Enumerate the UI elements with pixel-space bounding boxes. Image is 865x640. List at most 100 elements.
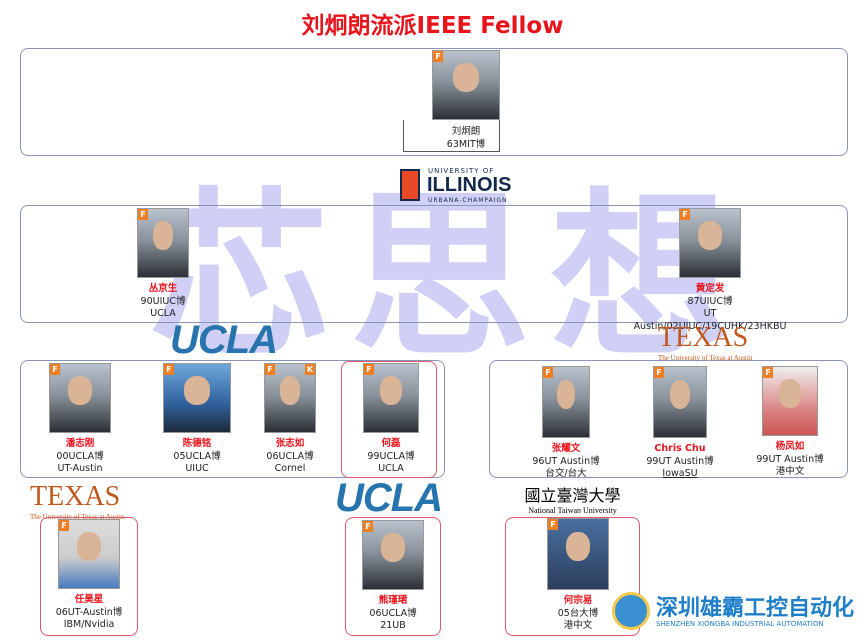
person-box	[505, 517, 640, 636]
person-card: F 何宗易 05台大博 港中文	[518, 518, 638, 633]
root-group-box	[20, 48, 848, 156]
portrait: F	[49, 363, 111, 433]
texas-group-box	[489, 360, 848, 478]
illinois-i-icon	[400, 169, 420, 201]
person-card-root: F 刘炯朗 63MIT博	[406, 50, 526, 151]
person-affiliation: UT-Austin	[57, 463, 103, 474]
person-degree: 99UCLA博	[367, 450, 415, 462]
person-affiliation: 港中文	[775, 466, 805, 477]
person-affiliation: UT Austin/02UIUC/19CUHK/23HKBU	[633, 308, 787, 332]
person-card: F 丛京生 90UIUC博 UCLA	[103, 208, 223, 321]
person-affiliation: IBM/Nvidia	[63, 619, 115, 630]
fellow-badge-icon: F	[364, 364, 374, 375]
person-name: 何磊	[381, 438, 401, 449]
person-affiliation: UIUC	[185, 463, 209, 474]
person-name: 熊瑾珺	[378, 595, 408, 606]
person-name: 任昊星	[74, 594, 104, 605]
person-affiliation: 21UB	[380, 620, 406, 631]
logo-text: UNIVERSITY OF	[428, 167, 495, 175]
watermark: 芯思想	[150, 173, 751, 382]
person-name: 黄定发	[695, 283, 725, 294]
fellow-badge-icon: F	[548, 519, 558, 530]
person-degree: 99UT Austin博	[756, 453, 824, 465]
person-card: F 潘志刚 00UCLA博 UT-Austin	[20, 363, 140, 476]
person-card: F 任昊星 06UT-Austin博 IBM/Nvidia	[29, 519, 149, 632]
person-affiliation: UCLA	[378, 463, 404, 474]
uiuc-group-box	[20, 205, 848, 323]
fellow-badge-icon: F	[433, 51, 443, 62]
person-affiliation: 港中文	[563, 620, 593, 631]
person-name: 丛京生	[148, 283, 178, 294]
portrait: F	[362, 520, 424, 590]
person-card: F 熊瑾珺 06UCLA博 21UB	[333, 520, 453, 633]
person-card: F 陈德铭 05UCLA博 UIUC	[137, 363, 257, 476]
portrait: F	[762, 366, 818, 436]
fellow-badge-icon: F	[654, 367, 664, 378]
person-name: 陈德铭	[182, 438, 212, 449]
portrait: F	[432, 50, 500, 120]
person-card: F 张耀文 96UT Austin博 台交/台大	[506, 366, 626, 481]
person-degree: 99UT Austin博	[646, 455, 714, 467]
person-degree: 06UCLA博	[369, 607, 417, 619]
person-degree: 05UCLA博	[173, 450, 221, 462]
fellow-badge-icon: F	[59, 520, 69, 531]
fellow-badge-icon: F	[363, 521, 373, 532]
fellow-badge-icon: F	[50, 364, 60, 375]
person-name: Chris Chu	[654, 443, 706, 454]
person-name: 潘志刚	[65, 438, 95, 449]
person-box	[345, 517, 441, 636]
root-connector	[403, 120, 500, 152]
k-badge-icon: K	[305, 364, 315, 375]
person-degree: 05台大博	[557, 607, 599, 619]
person-card: F 杨凤如 99UT Austin博 港中文	[730, 366, 850, 479]
portrait: F	[542, 366, 590, 438]
logo-text: 深圳雄霸工控自动化	[656, 596, 855, 621]
page-title: 刘炯朗流派IEEE Fellow	[301, 13, 564, 39]
person-degree: 90UIUC博	[140, 295, 186, 307]
bear-mascot-icon	[612, 592, 650, 630]
person-degree: 06UT-Austin博	[55, 606, 123, 618]
person-name: 张志如	[275, 438, 305, 449]
fellow-badge-icon: F	[138, 209, 148, 220]
person-degree: 63MIT博	[446, 138, 486, 150]
person-affiliation: Cornel	[274, 463, 306, 474]
portrait: F	[363, 363, 419, 433]
logo-text: URBANA-CHAMPAIGN	[428, 197, 508, 204]
person-affiliation: 台交/台大	[545, 468, 587, 479]
person-card: F 何磊 99UCLA博 UCLA	[331, 363, 451, 476]
person-box	[40, 517, 138, 636]
portrait: F	[653, 366, 707, 438]
highlight-box	[341, 361, 437, 478]
illinois-logo: UNIVERSITY OF ILLINOIS URBANA-CHAMPAIGN	[400, 167, 540, 205]
fellow-badge-icon: F	[680, 209, 690, 220]
company-logo: 深圳雄霸工控自动化 SHENZHEN XIONGBA INDUSTRIAL AU…	[612, 590, 862, 634]
ntu-logo: 國立臺灣大學 National Taiwan University	[524, 486, 621, 515]
fellow-badge-icon: F	[543, 367, 553, 378]
person-name: 何宗易	[563, 595, 593, 606]
person-card: F 黄定发 87UIUC博 UT Austin/02UIUC/19CUHK/23…	[630, 208, 790, 333]
ucla-logo: UCLA	[335, 476, 443, 520]
person-card: F Chris Chu 99UT Austin博 IowaSU	[620, 366, 740, 481]
ucla-group-box	[20, 360, 445, 478]
portrait: F	[679, 208, 741, 278]
fellow-badge-icon: F	[265, 364, 275, 375]
portrait: F	[58, 519, 120, 589]
person-degree: 00UCLA博	[56, 450, 104, 462]
portrait: F	[137, 208, 189, 278]
portrait: F	[547, 518, 609, 590]
person-affiliation: IowaSU	[662, 468, 698, 479]
person-degree: 96UT Austin博	[532, 455, 600, 467]
person-degree: 87UIUC博	[687, 295, 733, 307]
person-degree: 06UCLA博	[266, 450, 314, 462]
person-name: 杨凤如	[775, 441, 805, 452]
person-affiliation: UCLA	[150, 308, 176, 319]
fellow-badge-icon: F	[164, 364, 174, 375]
logo-text: ILLINOIS	[427, 174, 512, 196]
person-name: 刘炯朗	[451, 126, 481, 137]
portrait: F	[163, 363, 231, 433]
person-name: 张耀文	[551, 443, 581, 454]
